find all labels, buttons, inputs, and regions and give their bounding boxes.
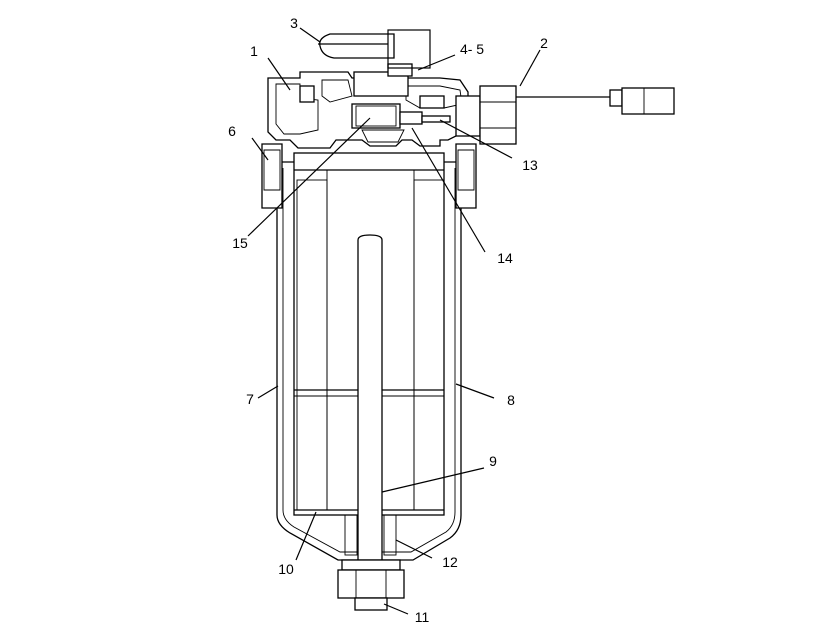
callout-labels: 1 2 3 4- 5 6 7 8 9 10 11 12 13 14 15 [228, 15, 548, 625]
callout-15: 15 [232, 235, 248, 251]
lower-springs [344, 514, 397, 556]
callout-10: 10 [278, 561, 294, 577]
drain-nut [337, 559, 405, 611]
sensor-fitting [455, 85, 675, 145]
callout-11: 11 [415, 609, 430, 625]
callout-4-5: 4- 5 [460, 41, 484, 57]
callout-3: 3 [290, 15, 298, 31]
primer-handle[interactable] [318, 29, 431, 69]
check-valve-spring [351, 103, 451, 129]
callout-13: 13 [522, 157, 538, 173]
callout-7: 7 [246, 391, 254, 407]
callout-1: 1 [250, 43, 258, 59]
callout-6: 6 [228, 123, 236, 139]
callout-2: 2 [540, 35, 548, 51]
callout-8: 8 [507, 392, 515, 408]
mounting-collar [261, 143, 477, 209]
leader-lines [247, 27, 541, 615]
callout-9: 9 [489, 453, 497, 469]
callout-14: 14 [497, 250, 513, 266]
callout-12: 12 [442, 554, 458, 570]
center-stud [357, 234, 383, 561]
